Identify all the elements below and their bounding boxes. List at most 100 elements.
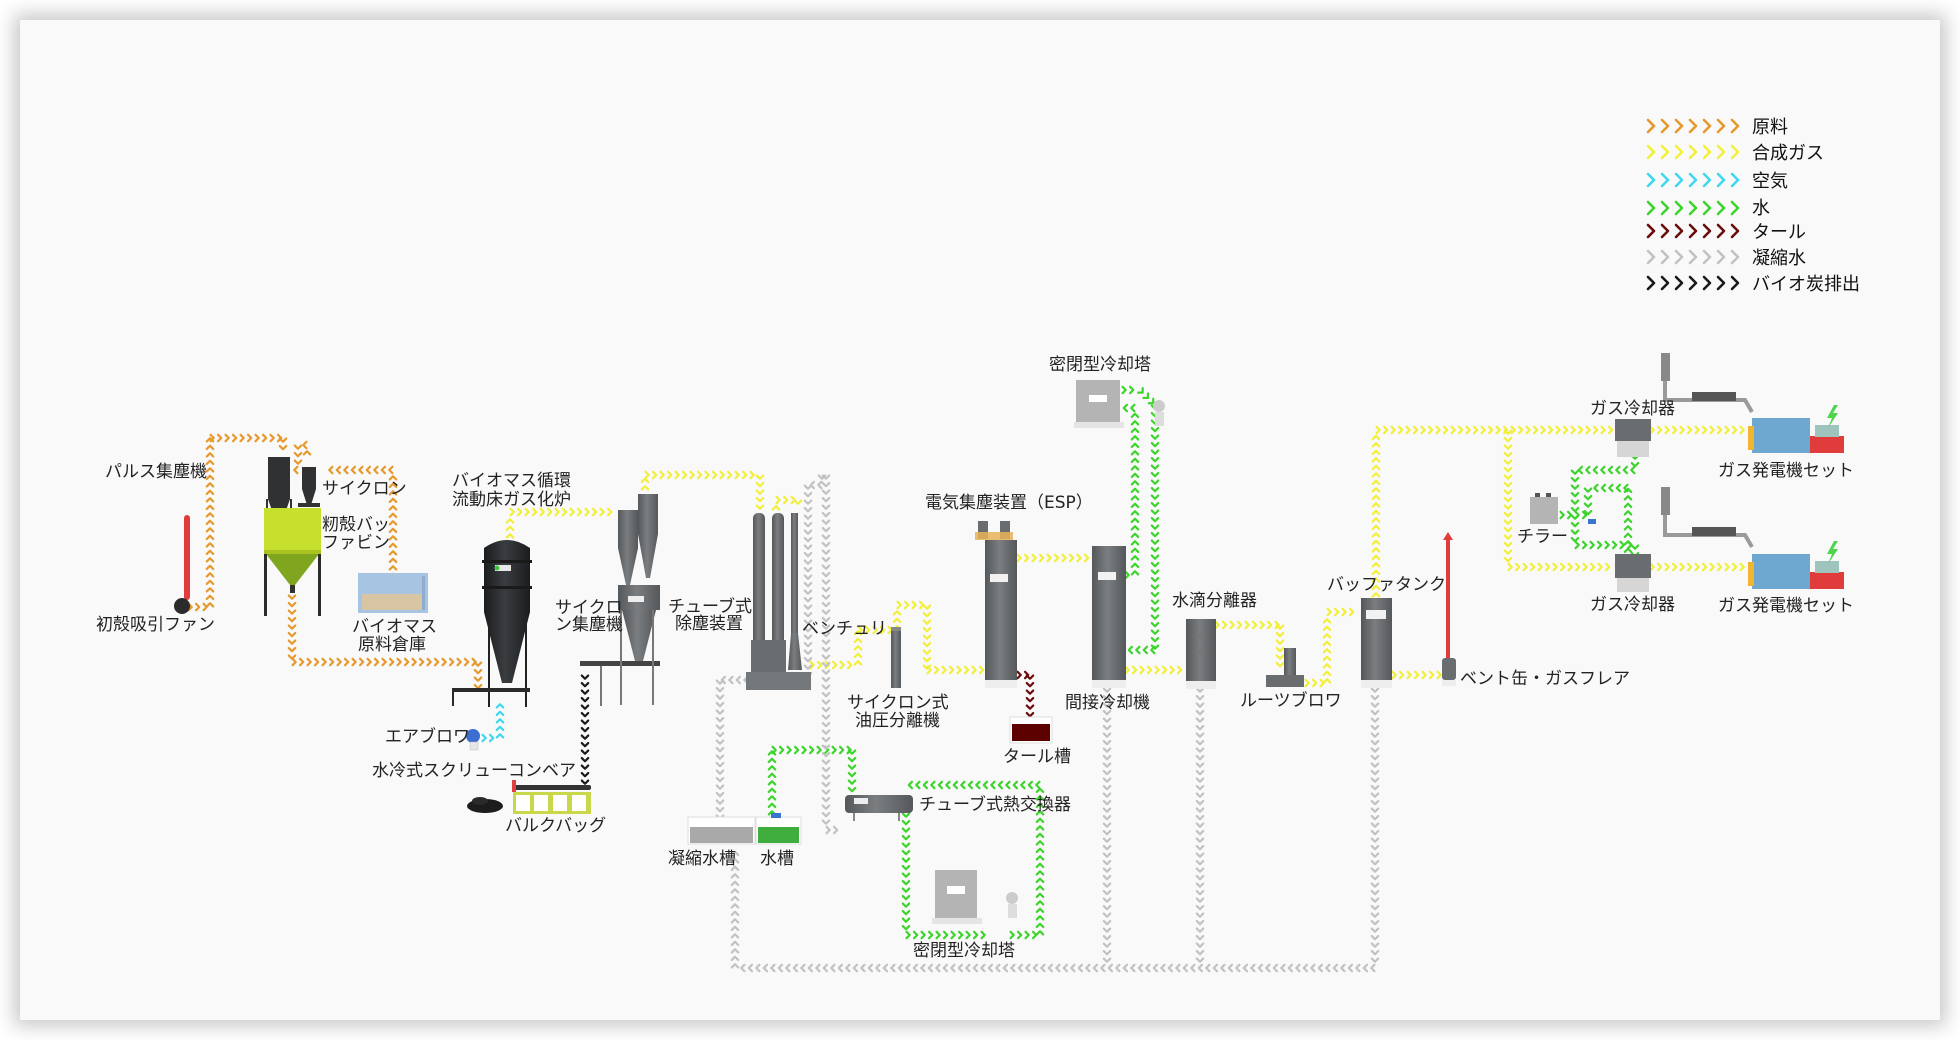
flow-chevron (892, 610, 902, 616)
flow-chevron (1731, 425, 1738, 435)
flow-chevron (1035, 810, 1045, 816)
flow-chevron (821, 736, 831, 743)
flow-chevron (1102, 709, 1112, 716)
flow-chevron (1391, 670, 1397, 680)
legend-chevron (1716, 249, 1726, 265)
flow-chevron (696, 470, 703, 480)
flow-chevron (1161, 665, 1168, 675)
flow-chevron (1035, 885, 1045, 891)
flow-chevron (302, 440, 308, 450)
flow-chevron (922, 619, 932, 625)
label-cyclone: サイクロン (322, 479, 407, 499)
flow-chevron (853, 630, 863, 636)
flow-chevron (1310, 963, 1316, 973)
flow-chevron (373, 657, 380, 667)
flow-chevron (396, 657, 402, 667)
flow-chevron (1370, 927, 1380, 933)
flow-chevron (1130, 562, 1140, 569)
flow-chevron (847, 779, 857, 785)
flow-chevron (1623, 547, 1633, 554)
flow-chevron (1195, 709, 1205, 716)
flow-chevron (767, 787, 777, 794)
flow-droplet-to-roots (1214, 620, 1285, 668)
flow-chevron (901, 909, 911, 916)
flow-chevron (847, 786, 857, 793)
flow-chevron (821, 601, 831, 608)
flow-chevron (1311, 678, 1318, 688)
flow-chevron (1371, 554, 1381, 561)
flow-chevron (1480, 425, 1486, 435)
flow-chevron (901, 819, 911, 826)
flow-chevron (1130, 540, 1140, 546)
label-esp: 電気集塵装置（ESP） (925, 493, 1093, 513)
flow-chevron (261, 433, 268, 443)
flow-chevron (1686, 425, 1693, 435)
flow-chevron (821, 534, 831, 540)
flow-chevron (803, 664, 813, 670)
flow-chevron (1487, 425, 1494, 435)
flow-chevron (1570, 476, 1580, 483)
flow-chevron (1615, 465, 1621, 475)
flow-chevron (1102, 792, 1112, 798)
flow-chevron (1370, 904, 1380, 911)
flow-chevron (803, 551, 813, 558)
flow-chevron (1154, 665, 1160, 675)
flow-chevron (1130, 403, 1136, 413)
flow-chevron (715, 686, 725, 693)
flow-chevron (516, 507, 523, 517)
flow-watertank-to-exchanger (767, 745, 857, 816)
flow-branch-to-cooler2 (1503, 429, 1611, 572)
flow-chevron (821, 571, 831, 578)
flow-chevron (803, 574, 813, 580)
flow-chevron (1035, 847, 1045, 854)
flow-chevron (1102, 934, 1112, 941)
flow-chevron (580, 719, 590, 725)
flow-esp-to-tartank (1016, 670, 1035, 718)
flow-chevron (640, 485, 650, 491)
flow-chevron (1623, 495, 1633, 501)
flow-chevron (831, 660, 838, 670)
flow-chevron (771, 745, 777, 755)
flow-chevron (1544, 562, 1551, 572)
flow-chevron (1102, 897, 1112, 903)
flow-chevron (231, 433, 238, 443)
flow-chevron (1250, 963, 1256, 973)
flow-chevron (1362, 963, 1369, 973)
flow-chevron (747, 963, 754, 973)
flow-chevron (1405, 425, 1411, 435)
flow-chevron (1574, 510, 1580, 520)
flow-chevron (1630, 465, 1636, 475)
flow-chevron (838, 745, 845, 755)
flow-chevron (1371, 502, 1381, 508)
flow-chevron (1195, 852, 1205, 858)
flow-chevron (821, 586, 831, 593)
flow-chevron (1035, 907, 1045, 914)
flow-chevron (205, 482, 215, 488)
flow-chevron (291, 657, 297, 667)
flow-chevron (1604, 540, 1610, 550)
flow-chevron (1214, 620, 1220, 630)
legend-chevron (1730, 172, 1740, 188)
legend-swatch-syngas (1646, 144, 1740, 160)
flow-chevron (782, 495, 789, 505)
flow-roots-to-buffer (1304, 607, 1355, 688)
flow-chevron (872, 625, 878, 635)
fan-body (174, 598, 190, 614)
flow-chevron (1195, 694, 1205, 701)
flow-chevron (846, 660, 853, 670)
flow-chevron (388, 657, 395, 667)
flow-chevron (821, 721, 831, 728)
label-storage-2: 原料倉庫 (358, 635, 426, 655)
flow-chevron (990, 780, 996, 790)
flow-chevron (1100, 963, 1106, 973)
flow-top-tower-loop-up (1122, 403, 1140, 580)
flow-chevron (1242, 963, 1249, 973)
flow-chevron (715, 731, 725, 738)
flow-chevron (821, 661, 831, 668)
flow-chevron (957, 930, 964, 940)
flow-chevron (1130, 487, 1140, 494)
flow-chevron (336, 657, 342, 667)
flow-chevron (972, 963, 979, 973)
flow-chevron (1370, 814, 1380, 821)
flow-chevron (857, 625, 863, 635)
